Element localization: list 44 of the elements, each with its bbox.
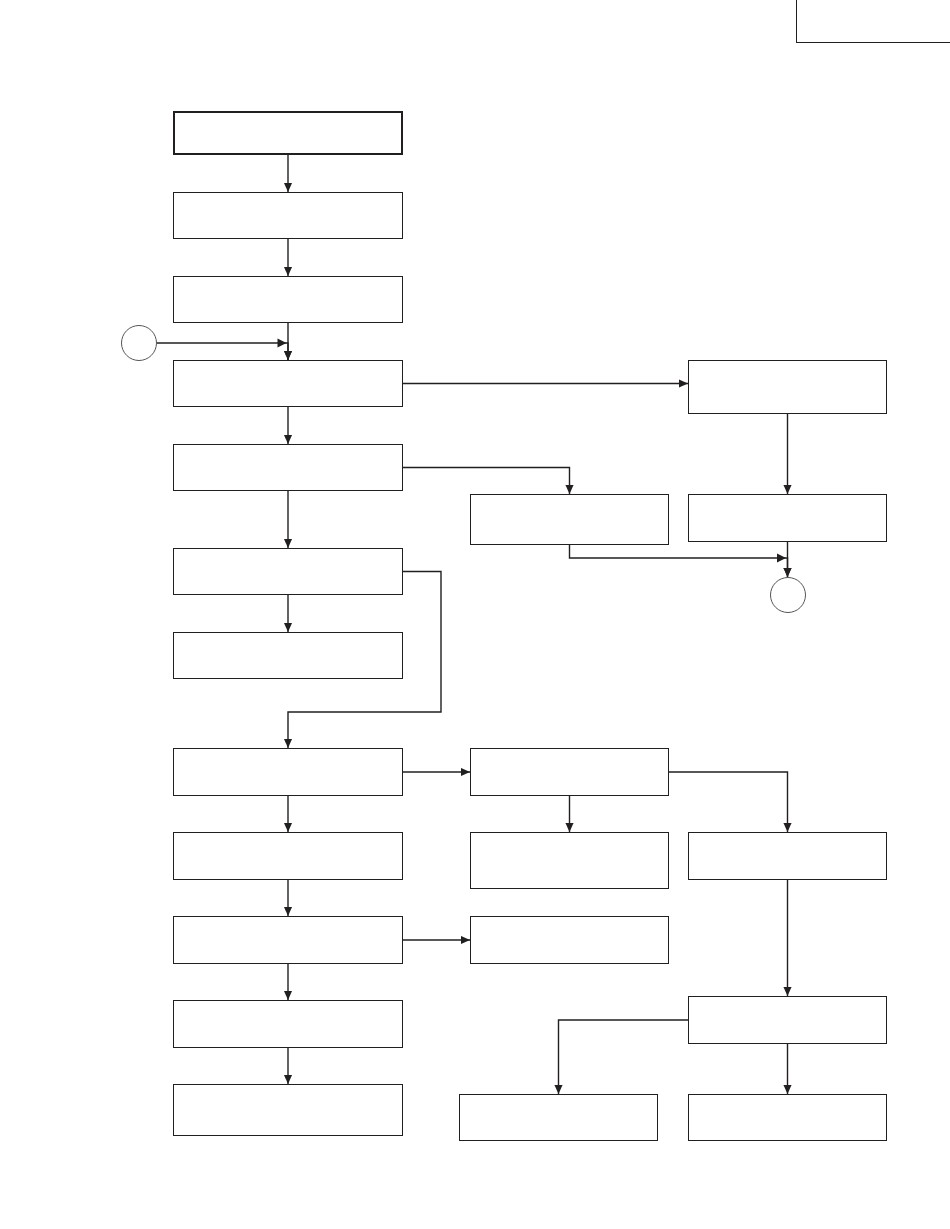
arrow xyxy=(283,795,293,833)
process-box xyxy=(173,748,403,796)
arrow xyxy=(402,379,689,388)
arrow xyxy=(283,490,293,549)
process-box xyxy=(173,1000,403,1048)
arrow xyxy=(283,238,293,277)
process-box xyxy=(173,444,403,491)
process-box xyxy=(470,748,669,796)
arrow xyxy=(783,1043,792,1095)
process-box xyxy=(173,192,403,239)
process-box xyxy=(688,996,887,1044)
arrow xyxy=(283,963,293,1001)
process-box xyxy=(459,1094,658,1141)
arrow xyxy=(783,541,792,578)
process-box xyxy=(173,916,403,964)
process-box xyxy=(173,111,403,155)
process-box xyxy=(173,548,403,595)
arrow xyxy=(668,771,792,833)
arrow xyxy=(283,406,293,445)
arrow xyxy=(283,879,293,917)
process-box xyxy=(470,832,669,889)
arrow xyxy=(283,570,442,749)
arrow xyxy=(283,1047,293,1085)
page-number-box xyxy=(796,0,950,43)
arrow xyxy=(783,879,792,997)
arrow xyxy=(783,413,792,495)
process-box xyxy=(173,276,403,323)
process-box xyxy=(470,916,669,964)
process-box xyxy=(688,360,887,414)
process-box xyxy=(688,1094,887,1141)
arrow xyxy=(402,466,574,495)
arrow xyxy=(402,767,471,777)
arrow xyxy=(402,935,471,945)
arrow xyxy=(554,1019,689,1095)
process-box xyxy=(173,632,403,679)
arrow xyxy=(283,594,293,633)
process-box xyxy=(688,832,887,880)
arrow xyxy=(283,154,293,193)
process-box xyxy=(173,1084,403,1136)
process-box xyxy=(470,494,669,545)
arrow xyxy=(565,795,574,833)
process-box xyxy=(173,832,403,880)
process-box xyxy=(688,494,887,542)
process-box xyxy=(173,360,403,407)
